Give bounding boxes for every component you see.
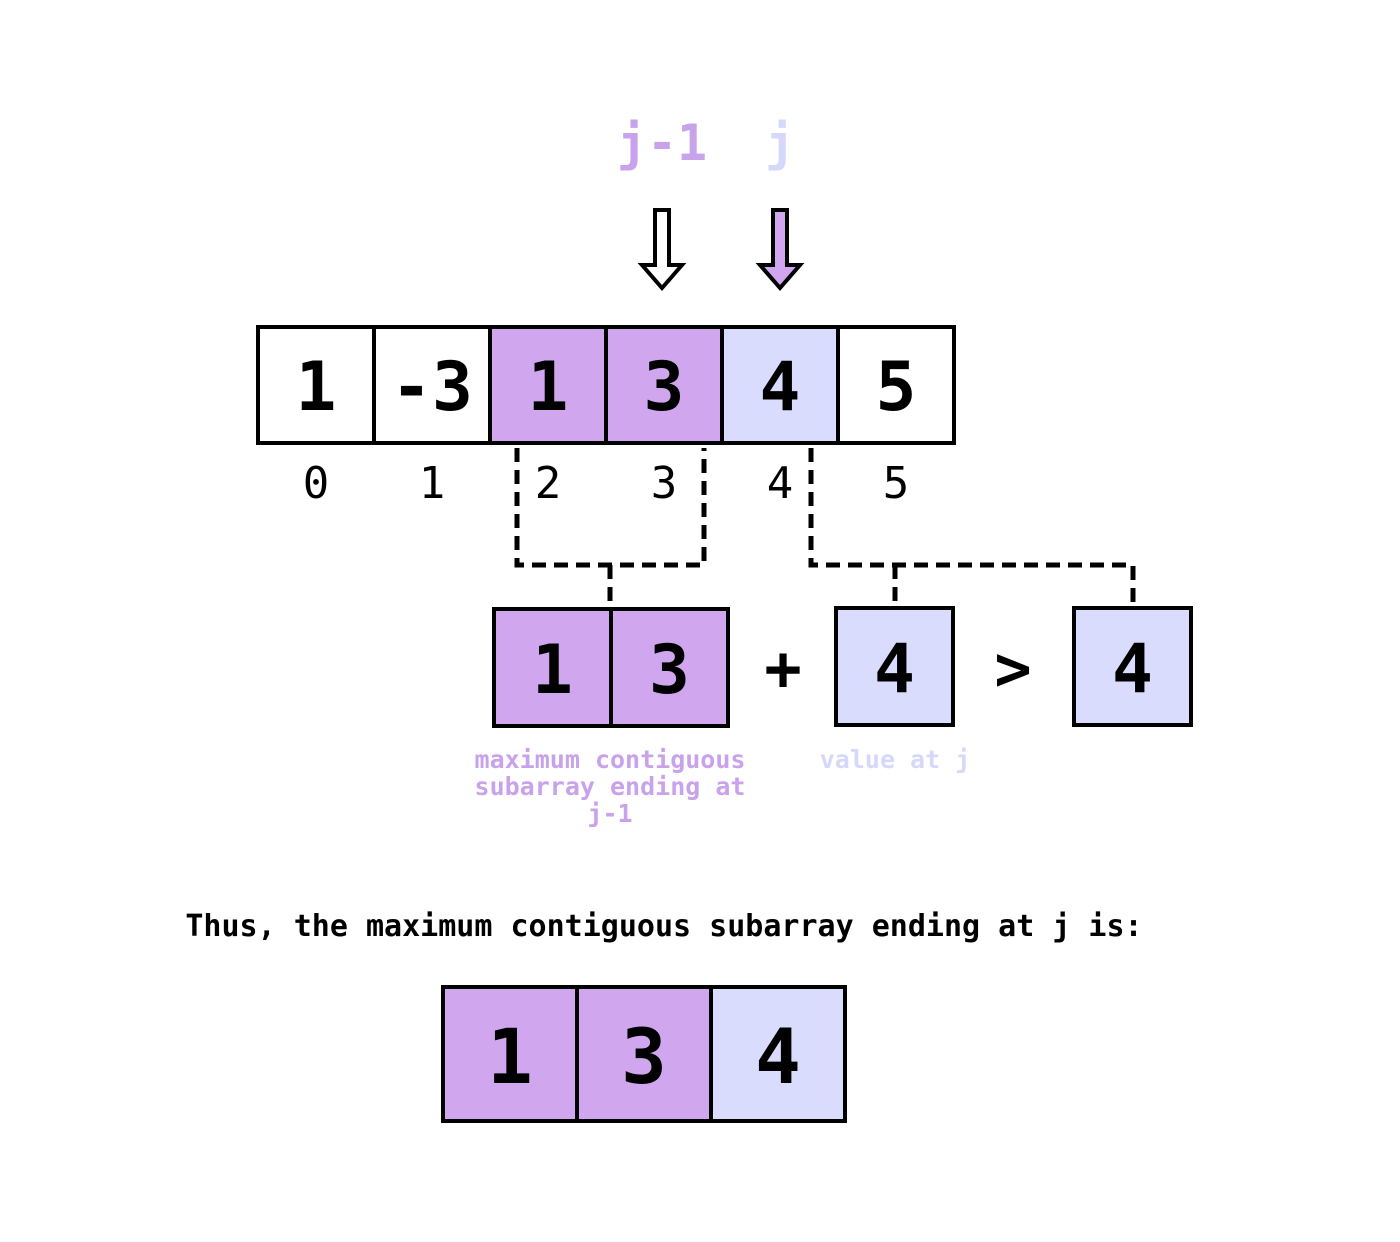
- index-row: 0 1 2 3 4 5: [303, 458, 910, 509]
- array-cell-box: [372, 325, 492, 445]
- connector-right: [808, 448, 1136, 608]
- array-cell-value: -3: [391, 348, 473, 427]
- greater-than-sign: >: [994, 632, 1031, 705]
- array-cell-box: [488, 325, 608, 445]
- result-cell-box: [441, 985, 579, 1123]
- array-index: 1: [419, 458, 446, 509]
- sum-cell-0: 1: [492, 607, 613, 728]
- array-index: 4: [767, 458, 794, 509]
- value-at-j-box: [834, 606, 955, 727]
- array-index: 2: [535, 458, 562, 509]
- compare-box: [1072, 606, 1193, 727]
- result-cell-2: 4: [709, 985, 847, 1123]
- sum-cell-box: [492, 607, 613, 728]
- array-cell-box: [720, 325, 840, 445]
- sum-cell-value: 1: [532, 631, 573, 710]
- result-cell-value: 1: [487, 1012, 533, 1101]
- caption-line: maximum contiguous: [475, 745, 746, 774]
- result-cell-value: 3: [621, 1012, 667, 1101]
- result-cell-1: 3: [575, 985, 713, 1123]
- compare-value: 4: [1112, 630, 1153, 709]
- array-cell-value: 1: [528, 348, 569, 427]
- array-index: 3: [651, 458, 678, 509]
- value-at-j-cell: 4: [834, 606, 955, 727]
- array-cell-box: [836, 325, 956, 445]
- result-cell-0: 1: [441, 985, 579, 1123]
- dashed-connectors: [514, 448, 1136, 608]
- sum-cell-box: [609, 607, 730, 728]
- result-cell-box: [709, 985, 847, 1123]
- array-cell-5: 5: [836, 325, 956, 445]
- plus-sign: +: [764, 632, 801, 705]
- array-index: 0: [303, 458, 330, 509]
- sum-cell-value: 3: [649, 631, 690, 710]
- caption-line: j-1: [587, 799, 632, 828]
- array-cell-value: 1: [296, 348, 337, 427]
- array-cell-value: 3: [644, 348, 685, 427]
- result-cell-box: [575, 985, 713, 1123]
- pointer-label-j-minus-1: j-1: [617, 114, 707, 172]
- compare-cell: 4: [1072, 606, 1193, 727]
- array-cell-2: 1: [488, 325, 608, 445]
- result-cell-value: 4: [755, 1012, 801, 1101]
- array-cell-value: 5: [876, 348, 917, 427]
- array-cell-4: 4: [720, 325, 840, 445]
- value-at-j-value: 4: [874, 630, 915, 709]
- caption-value-at-j: value at j: [820, 745, 971, 774]
- array-index: 5: [883, 458, 910, 509]
- array-cell-1: -3: [372, 325, 492, 445]
- down-arrow-icon: [637, 208, 687, 292]
- array-cell-3: 3: [604, 325, 724, 445]
- pointer-label-j: j: [765, 114, 795, 172]
- sum-cell-1: 3: [609, 607, 730, 728]
- array-cell-0: 1: [256, 325, 376, 445]
- array-cell-box: [256, 325, 376, 445]
- array-cell-value: 4: [760, 348, 801, 427]
- conclusion-text: Thus, the maximum contiguous subarray en…: [185, 909, 1142, 944]
- caption-line: subarray ending at: [475, 772, 746, 801]
- down-arrow-icon: [755, 208, 805, 292]
